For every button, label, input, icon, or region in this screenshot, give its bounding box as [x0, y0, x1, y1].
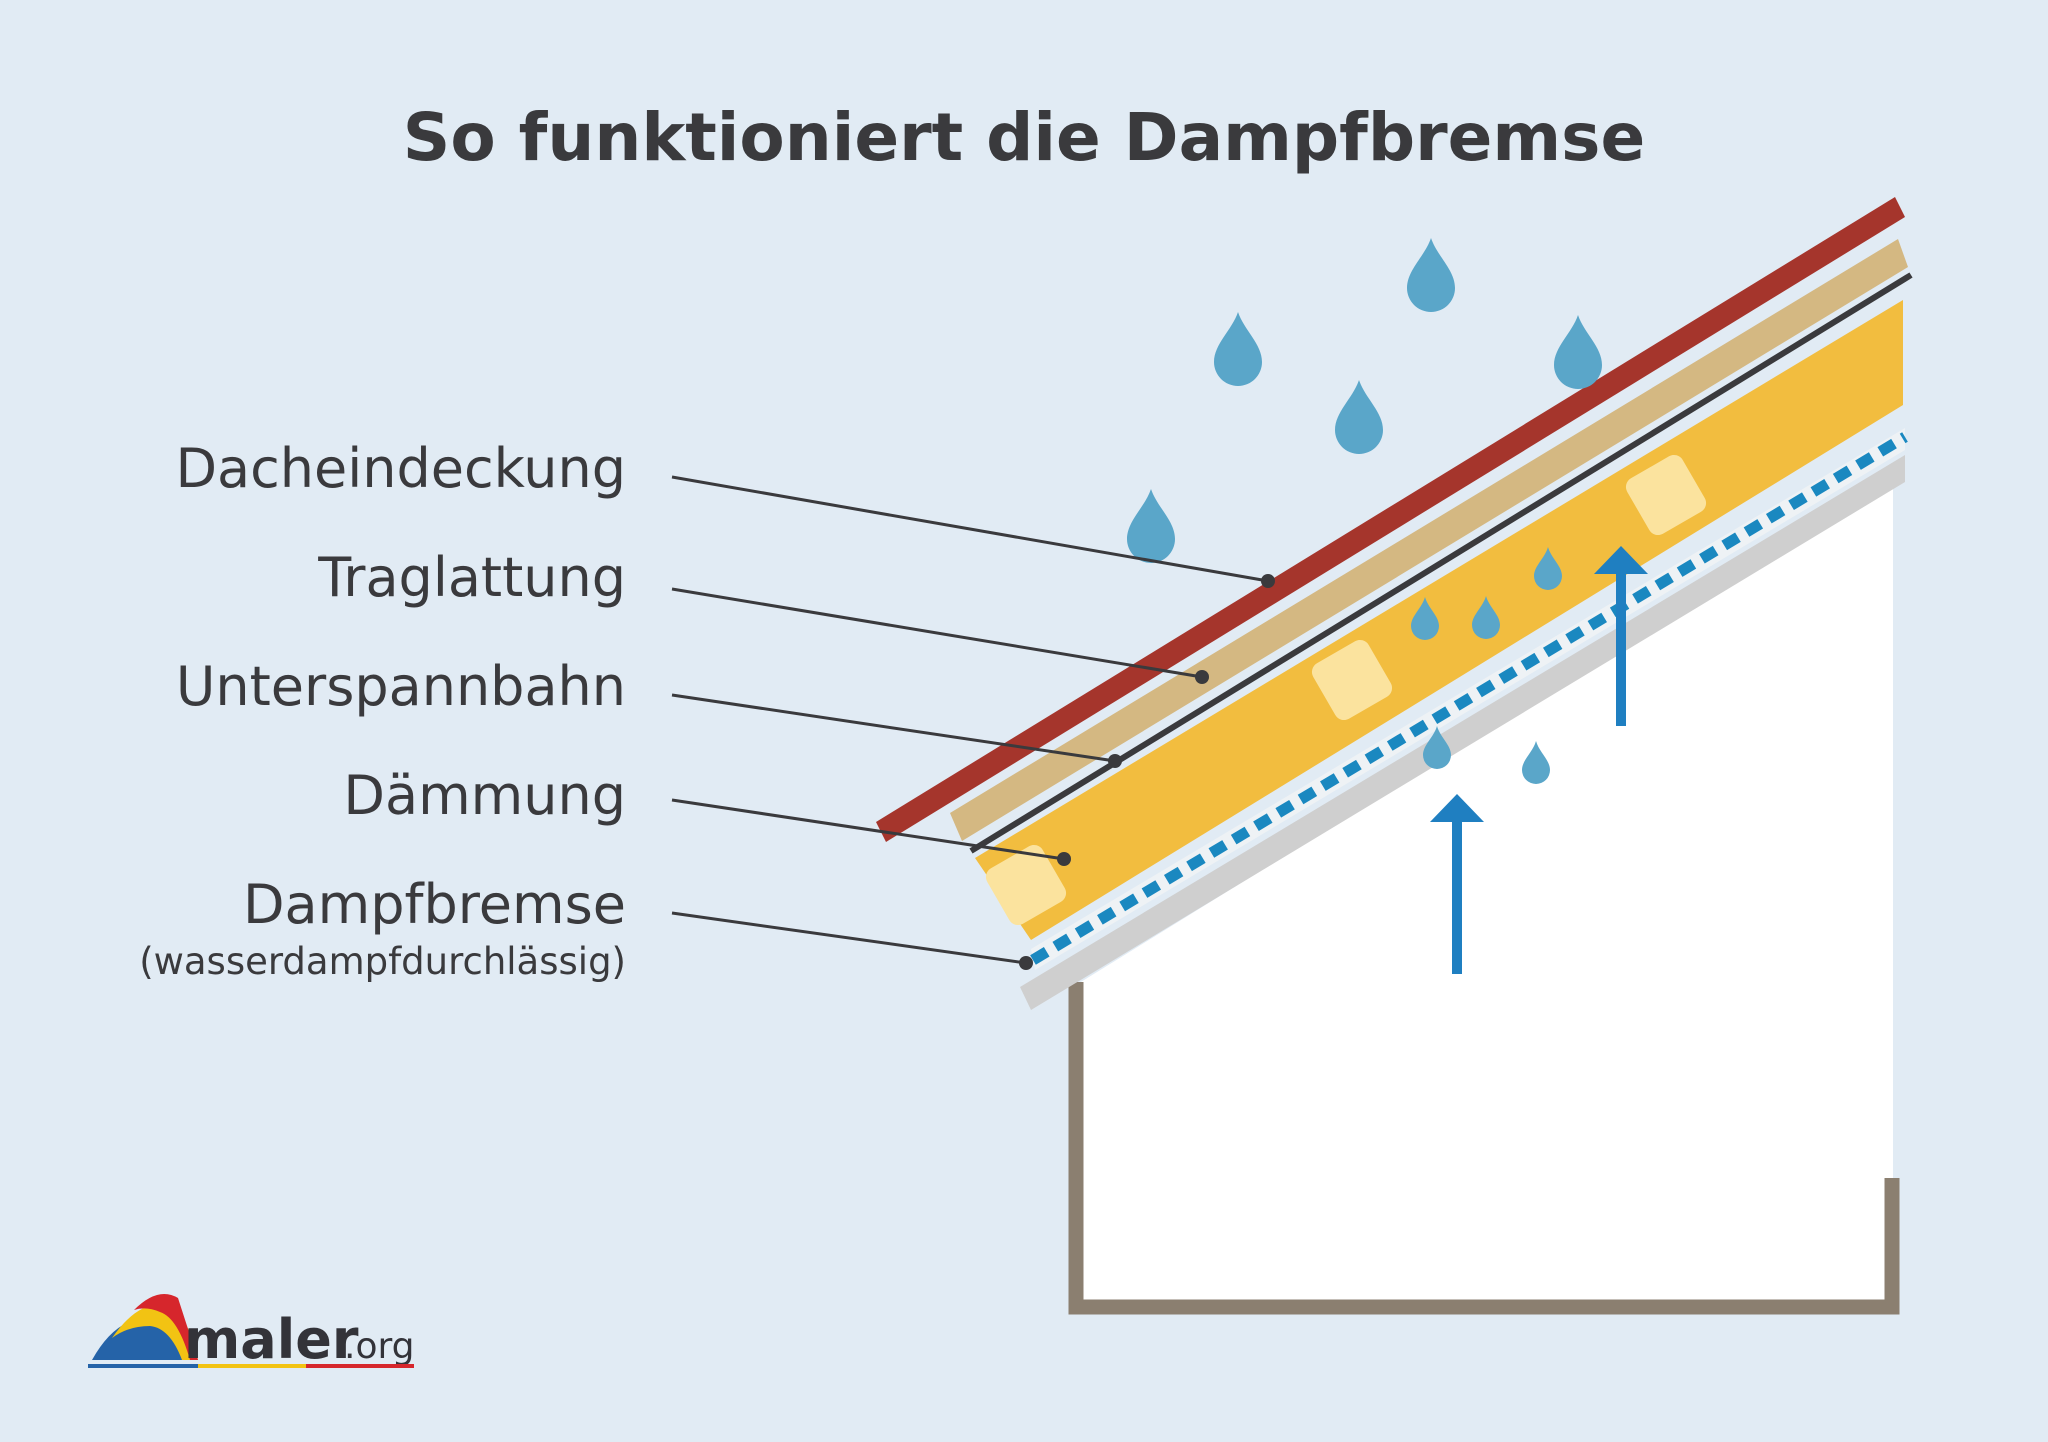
underlay-membrane: [969, 272, 1913, 854]
vapor-arrow-up-icon: [1594, 546, 1648, 726]
leader-dot: [1108, 754, 1122, 768]
layer-labels: Dacheindeckung Traglattung Unterspannbah…: [139, 437, 626, 983]
leader-line: [671, 587, 1203, 679]
moisture-droplet: [1411, 597, 1439, 640]
moisture-droplet: [1522, 741, 1550, 784]
logo-roof-icon: [92, 1294, 198, 1360]
logo-name: maler: [184, 1308, 359, 1371]
leader-dot: [1195, 670, 1209, 684]
moisture-droplet: [1423, 726, 1451, 769]
leader-line: [671, 693, 1116, 763]
ceiling-board: [1020, 455, 1905, 1010]
rain-droplet: [1214, 312, 1262, 386]
rain-droplets: [1127, 238, 1602, 563]
label-daemmung: Dämmung: [343, 764, 626, 827]
vapor-arrow-up-icon: [1430, 794, 1484, 974]
rain-droplet: [1407, 238, 1455, 312]
maler-logo: maler .org: [88, 1294, 415, 1371]
room: [1068, 480, 1900, 1315]
logo-underline: [88, 1364, 414, 1368]
roof-layers: [876, 197, 1913, 1010]
vapor-barrier: [1030, 432, 1908, 965]
page-title: So funktioniert die Dampfbremse: [403, 99, 1645, 176]
rain-droplet: [1335, 380, 1383, 454]
moisture-droplets: [1411, 547, 1562, 784]
logo-tld: .org: [344, 1326, 415, 1367]
leader-lines: [671, 475, 1275, 970]
leader-line: [671, 798, 1065, 861]
battens: [950, 239, 1908, 841]
leader-dot: [1019, 956, 1033, 970]
label-dampfbremse: Dampfbremse: [243, 873, 626, 936]
label-traglattung: Traglattung: [317, 546, 626, 609]
leader-dot: [1057, 852, 1071, 866]
insulation-patch: [985, 844, 1067, 926]
leader-dot: [1261, 574, 1275, 588]
vapor-arrows: [1430, 546, 1648, 974]
room-wall: [1068, 982, 1900, 1315]
rain-droplet: [1554, 315, 1602, 389]
room-interior: [1076, 480, 1893, 1302]
leader-line: [671, 911, 1027, 965]
moisture-droplet: [1472, 596, 1500, 639]
label-dacheindeckung: Dacheindeckung: [175, 437, 626, 500]
insulation-patch: [1311, 639, 1393, 721]
moisture-droplet: [1534, 547, 1562, 590]
leader-line: [671, 475, 1269, 583]
label-unterspannbahn: Unterspannbahn: [176, 655, 626, 718]
rain-droplet: [1127, 489, 1175, 563]
roof-covering: [876, 197, 1905, 842]
insulation-patch: [1625, 454, 1707, 536]
label-dampfbremse-note: (wasserdampfdurchlässig): [139, 940, 626, 983]
